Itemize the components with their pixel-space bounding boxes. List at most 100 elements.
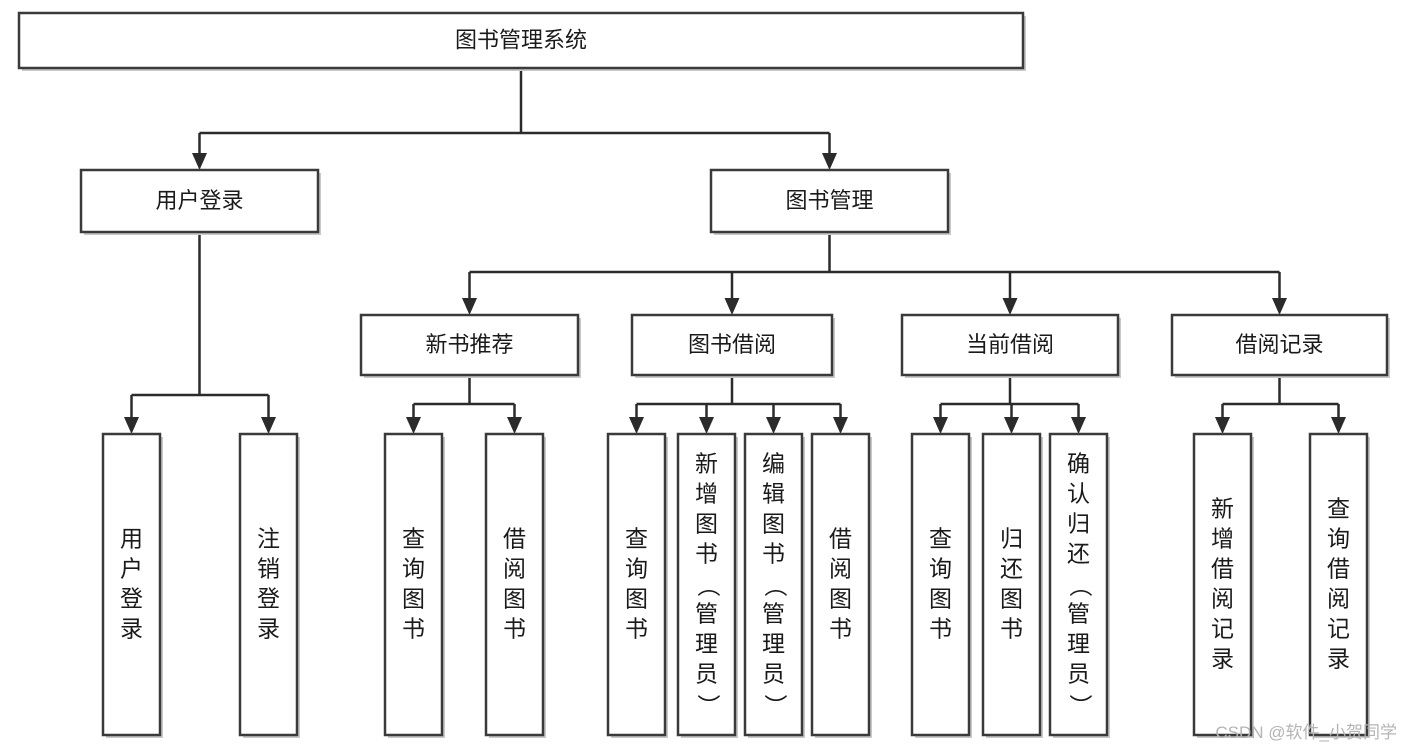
node-label-char: 查 bbox=[402, 526, 425, 552]
node-label-char: 阅 bbox=[1327, 586, 1350, 612]
node-label-char: 理 bbox=[695, 631, 718, 657]
node-label-char: 图 bbox=[402, 586, 425, 612]
node-box[interactable] bbox=[981, 432, 1042, 737]
node-label-char: 书 bbox=[1000, 616, 1023, 642]
node-label-char: 户 bbox=[120, 556, 143, 582]
node-book-management[interactable]: 图书管理 bbox=[709, 168, 951, 235]
node-box[interactable] bbox=[1048, 432, 1109, 737]
node-label-char: ） bbox=[762, 694, 788, 717]
node-box[interactable] bbox=[1192, 432, 1253, 737]
node-user-login[interactable]: 用户登录 bbox=[79, 168, 321, 235]
node-box[interactable] bbox=[17, 11, 1025, 70]
node-label: 当前借阅 bbox=[966, 332, 1054, 357]
node-label-char: 归 bbox=[1000, 526, 1023, 552]
node-root[interactable]: 图书管理系统 bbox=[17, 11, 1026, 71]
node-borrow-record[interactable]: 借阅记录 bbox=[1170, 313, 1390, 378]
node-label-char: 借 bbox=[1327, 556, 1350, 582]
node-box[interactable] bbox=[1308, 432, 1369, 737]
node-box[interactable] bbox=[238, 432, 299, 737]
node-box[interactable] bbox=[810, 432, 871, 737]
node-label-char: 查 bbox=[1327, 496, 1350, 522]
node-box[interactable] bbox=[101, 432, 162, 737]
node-box[interactable] bbox=[676, 432, 737, 737]
node-label-char: 借 bbox=[503, 526, 526, 552]
node-box[interactable] bbox=[630, 313, 834, 377]
node-label-char: ） bbox=[695, 694, 721, 717]
node-label-char: 还 bbox=[1000, 556, 1023, 582]
node-label-char: 理 bbox=[762, 631, 785, 657]
node-label-char: 借 bbox=[1211, 556, 1234, 582]
arrow-head-icon bbox=[933, 417, 948, 434]
edge-group bbox=[406, 375, 522, 434]
node-label-char: 员 bbox=[1067, 661, 1090, 687]
node-box[interactable] bbox=[79, 168, 320, 234]
node-label-char: 归 bbox=[1067, 511, 1090, 537]
node-label-char: 录 bbox=[120, 616, 143, 642]
node-label-char: 图 bbox=[1000, 586, 1023, 612]
node-label-char: 图 bbox=[829, 586, 852, 612]
node-box[interactable] bbox=[709, 168, 950, 234]
arrow-head-icon bbox=[462, 298, 477, 315]
node-label-char: 书 bbox=[829, 616, 852, 642]
node-new-book-recommend[interactable]: 新书推荐 bbox=[359, 313, 581, 378]
watermark-text: CSDN @软件_小贺同学 bbox=[1215, 723, 1397, 742]
node-label: 借阅记录 bbox=[1235, 332, 1323, 357]
node-label-char: 销 bbox=[257, 556, 280, 582]
node-label-char: 员 bbox=[695, 661, 718, 687]
node-label: 新书推荐 bbox=[425, 332, 513, 357]
arrow-head-icon bbox=[1331, 417, 1346, 434]
node-label-char: 书 bbox=[762, 541, 785, 567]
node-label-char: 图 bbox=[503, 586, 526, 612]
node-label-char: 询 bbox=[625, 556, 648, 582]
node-current-borrow[interactable]: 当前借阅 bbox=[900, 313, 1121, 378]
arrow-head-icon bbox=[1004, 417, 1019, 434]
arrow-head-icon bbox=[822, 153, 837, 170]
node-box[interactable] bbox=[1170, 313, 1389, 377]
node-label: 用户登录 bbox=[120, 526, 143, 642]
node-label-char: ） bbox=[1067, 694, 1093, 717]
node-label-char: 录 bbox=[1211, 646, 1234, 672]
node-label-char: 用 bbox=[120, 526, 143, 552]
node-box[interactable] bbox=[910, 432, 971, 737]
node-label-char: 书 bbox=[402, 616, 425, 642]
node-box[interactable] bbox=[606, 432, 667, 737]
edge-group bbox=[933, 375, 1086, 434]
node-label-char: 管 bbox=[1067, 601, 1090, 627]
node-label: 用户登录 bbox=[155, 188, 243, 213]
node-label-char: 图 bbox=[762, 511, 785, 537]
node-box[interactable] bbox=[359, 313, 580, 377]
node-book-borrow[interactable]: 图书借阅 bbox=[630, 313, 835, 378]
node-label-char: 阅 bbox=[1211, 586, 1234, 612]
arrow-head-icon bbox=[192, 153, 207, 170]
node-box[interactable] bbox=[743, 432, 804, 737]
node-label-char: 录 bbox=[1327, 646, 1350, 672]
node-box[interactable] bbox=[484, 432, 545, 737]
arrow-head-icon bbox=[1002, 298, 1018, 315]
node-label-char: 记 bbox=[1211, 616, 1234, 642]
node-label-char: 确 bbox=[1067, 451, 1090, 477]
node-leaf-user-login[interactable]: 用户登录 bbox=[101, 432, 163, 738]
arrow-head-icon bbox=[766, 417, 781, 434]
node-box[interactable] bbox=[900, 313, 1120, 377]
node-label-char: 增 bbox=[1211, 526, 1234, 552]
node-label-char: 阅 bbox=[829, 556, 852, 582]
node-box[interactable] bbox=[383, 432, 444, 737]
